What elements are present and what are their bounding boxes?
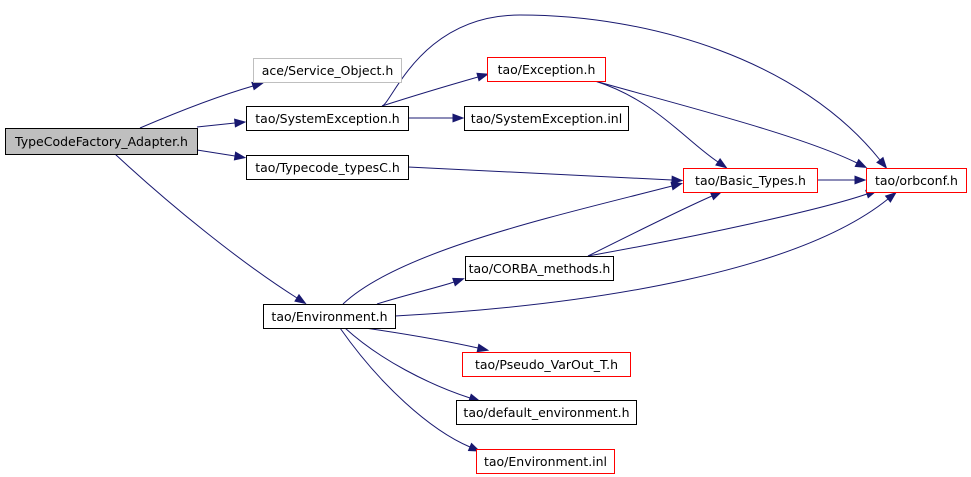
node-corba-methods[interactable]: tao/CORBA_methods.h [465,256,614,281]
arrowhead-icon [854,158,868,169]
edge-corba_methods-to-basic_types [587,191,723,257]
edge-environment-to-orbconf [394,191,897,317]
edge-line [381,76,479,107]
arrowhead-icon [476,72,489,82]
arrowhead-icon [715,158,728,169]
edge-line [344,327,471,399]
edge-environment-to-environment_inl [339,327,481,452]
node-label: tao/Environment.inl [484,454,607,469]
node-label: tao/orbconf.h [875,173,958,188]
node-label: tao/SystemException.h [255,111,399,126]
node-box[interactable] [683,168,818,193]
edge-corba_methods-to-orbconf [587,189,878,257]
arrowhead-icon [671,175,684,185]
arrowhead-icon [251,81,264,91]
edge-line [196,149,236,157]
arrowhead-icon [884,191,897,203]
arrowhead-icon [476,343,490,353]
arrowhead-icon [452,277,465,287]
node-label: tao/Exception.h [498,62,596,77]
edge-line [381,14,881,161]
node-box[interactable] [462,352,631,377]
edge-environment-to-basic_types [342,181,684,305]
node-label: tao/Environment.h [271,309,387,324]
node-box[interactable] [263,304,396,329]
node-box[interactable] [476,449,615,474]
edge-root-to-system_exception [196,118,247,128]
edge-line [407,166,673,181]
edge-line [587,193,868,257]
arrowhead-icon [854,175,867,185]
edge-line [587,195,713,257]
node-pseudo-varout[interactable]: tao/Pseudo_VarOut_T.h [462,352,631,377]
edge-line [342,185,673,305]
edge-environment-to-corba_methods [376,277,465,305]
arrowhead-icon [234,118,247,128]
node-orbconf[interactable]: tao/orbconf.h [866,168,967,193]
node-label: TypeCodeFactory_Adapter.h [14,134,188,149]
edge-line [139,85,254,129]
node-default-environment[interactable]: tao/default_environment.h [456,400,637,425]
node-label: tao/Basic_Types.h [695,173,806,188]
arrowhead-icon [294,293,307,305]
node-exception[interactable]: tao/Exception.h [487,57,606,82]
edge-system_exception-to-exception [381,72,489,107]
node-box[interactable] [456,400,637,425]
edge-line [196,122,236,128]
edge-line [376,281,455,305]
node-label: tao/CORBA_methods.h [469,261,611,276]
arrowhead-icon [709,191,723,201]
node-label: tao/Pseudo_VarOut_T.h [475,357,618,372]
edge-basic_types-to-orbconf [817,175,867,185]
edge-line [339,327,471,448]
node-typecode-typesc[interactable]: tao/Typecode_typesC.h [246,155,409,180]
edge-root-to-service_object [139,81,264,129]
node-box[interactable] [464,106,629,131]
node-box[interactable] [246,155,409,180]
edge-exception-to-orbconf [594,80,868,169]
edge-root-to-environment [114,153,307,305]
node-box[interactable] [465,256,614,281]
edge-system_exception-to-system_exception_inl [408,113,465,123]
node-label: tao/Typecode_typesC.h [255,160,400,175]
edge-typecode_typesc-to-basic_types [407,166,684,185]
node-environment[interactable]: tao/Environment.h [263,304,396,329]
node-basic-types[interactable]: tao/Basic_Types.h [683,168,818,193]
node-box[interactable] [866,168,967,193]
arrowhead-icon [233,151,247,161]
arrowhead-icon [452,113,465,123]
edge-system_exception-to-orbconf [381,14,888,169]
node-root[interactable]: TypeCodeFactory_Adapter.h [5,128,198,155]
node-system-exception[interactable]: tao/SystemException.h [246,106,409,131]
arrowhead-icon [670,181,684,191]
node-box[interactable] [246,106,409,131]
node-box[interactable] [5,128,198,155]
node-box[interactable] [253,58,402,83]
edge-root-to-typecode_typesc [196,149,247,161]
edge-line [394,198,889,317]
edge-exception-to-basic_types [594,80,728,169]
edge-line [594,80,858,164]
node-service-object[interactable]: ace/Service_Object.h [253,58,402,83]
edge-line [594,80,719,163]
edge-environment-to-pseudo_varout [364,327,490,353]
nodes-layer: TypeCodeFactory_Adapter.h ace/Service_Obj… [5,57,967,474]
node-box[interactable] [487,57,606,82]
edge-environment-to-default_environment [344,327,481,403]
edge-line [114,153,298,299]
node-system-exception-inl[interactable]: tao/SystemException.inl [464,106,629,131]
node-label: tao/default_environment.h [463,405,629,420]
node-label: tao/SystemException.inl [471,111,622,126]
edge-line [364,327,479,349]
arrowhead-icon [876,156,888,169]
node-environment-inl[interactable]: tao/Environment.inl [476,449,615,474]
node-label: ace/Service_Object.h [262,63,394,78]
